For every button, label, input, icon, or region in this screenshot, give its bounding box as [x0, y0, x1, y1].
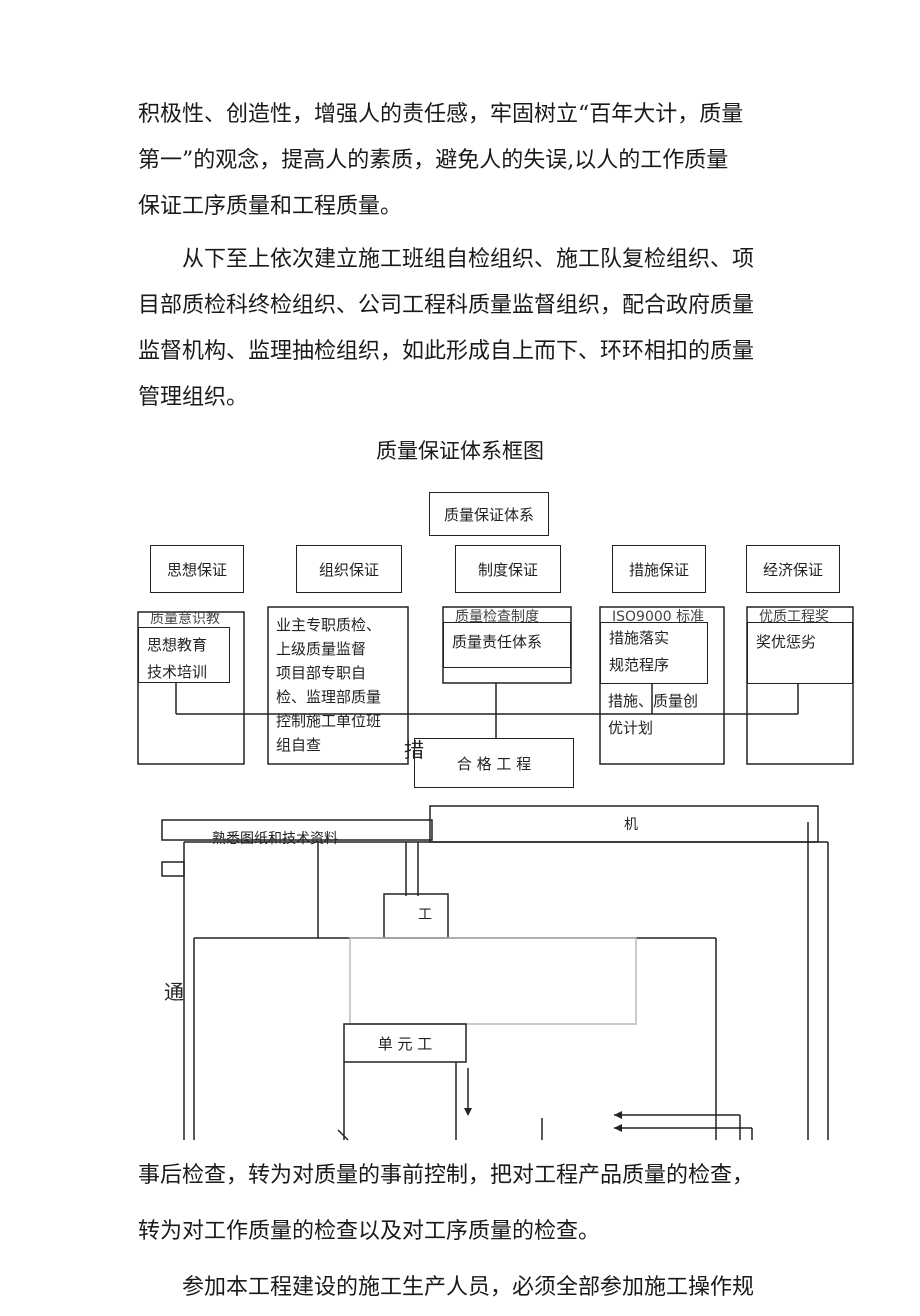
detail-label: 奖优惩劣 [756, 633, 817, 651]
category-label: 组织保证 [318, 560, 379, 579]
detail-measure-box: 措施落实 规范程序 [600, 622, 708, 684]
category-label: 经济保证 [762, 560, 823, 579]
category-label: 制度保证 [477, 560, 538, 579]
category-econ-box: 经济保证 [746, 545, 840, 593]
detail-think-box: 思想教育 技术培训 [138, 627, 230, 683]
fragment-text: ISO9000 标准 [612, 609, 705, 625]
detail-label: 质量责任体系 [452, 633, 543, 651]
text-line: 目部质检科终检组织、公司工程科质量监督组织，配合政府质量 [138, 293, 755, 318]
paragraph-1: 积极性、创造性，增强人的责任感，牢固树立“百年大计，质量 第一”的观念，提高人的… [138, 92, 798, 230]
text-line: 积极性、创造性，增强人的责任感，牢固树立“百年大计，质量 [138, 102, 744, 127]
fragment-text: 质量检查制度 [455, 609, 539, 625]
category-label: 思想保证 [166, 560, 227, 579]
detail-org-box: 业主专职质检、 上级质量监督 项目部专职自 检、监理部质量 控制施工单位班 组自… [268, 607, 408, 764]
text-line: 参加本工程建设的施工生产人员，必须全部参加施工操作规 [182, 1275, 755, 1300]
detail-econ-box: 奖优惩劣 [747, 622, 853, 684]
paragraph-3: 事后检查，转为对质量的事前控制，把对工程产品质量的检查， 转为对工作质量的检查以… [138, 1148, 798, 1316]
detail-label: 措施、质量创 优计划 [608, 692, 699, 737]
category-label: 措施保证 [628, 560, 689, 579]
result-label: 合 格 工 程 [456, 754, 532, 773]
fragment-text: 质量意识教 [150, 611, 220, 627]
category-think-box: 思想保证 [150, 545, 244, 593]
detail-measure2-text: 措施、质量创 优计划 [600, 684, 724, 754]
detail-label: 业主专职质检、 上级质量监督 项目部专职自 检、监理部质量 控制施工单位班 组自… [276, 616, 382, 754]
fragment-text: 工 [418, 907, 432, 923]
fragment-text: 优质工程奖 [759, 609, 829, 625]
fragment-text: 熟悉图纸和技术资料 [212, 831, 338, 847]
text-line: 转为对工作质量的检查以及对工序质量的检查。 [138, 1219, 601, 1244]
fragment-text: 机 [624, 817, 638, 833]
category-system-box: 制度保证 [455, 545, 561, 593]
unit-box: 单 元 工 [344, 1024, 466, 1062]
paragraph-2: 从下至上依次建立施工班组自检组织、施工队复检组织、项 目部质检科终检组织、公司工… [138, 237, 798, 421]
category-measure-box: 措施保证 [612, 545, 706, 593]
detail-label: 思想教育 技术培训 [147, 636, 208, 681]
detail-system-box: 质量责任体系 [443, 622, 571, 668]
unit-label: 单 元 工 [377, 1034, 433, 1053]
root-box: 质量保证体系 [429, 492, 549, 536]
root-label: 质量保证体系 [443, 505, 534, 524]
result-box: 合 格 工 程 [414, 738, 574, 788]
detail-label: 措施落实 规范程序 [609, 629, 670, 674]
fragment-text: 措 [404, 738, 424, 762]
text-line: 监督机构、监理抽检组织，如此形成自上而下、环环相扣的质量 [138, 339, 755, 364]
text-line: 从下至上依次建立施工班组自检组织、施工队复检组织、项 [182, 247, 755, 272]
category-org-box: 组织保证 [296, 545, 402, 593]
text-line: 事后检查，转为对质量的事前控制，把对工程产品质量的检查， [138, 1163, 755, 1188]
text-line: 第一”的观念，提高人的素质，避免人的失误,以人的工作质量 [138, 148, 729, 173]
text-line: 管理组织。 [138, 385, 249, 410]
fragment-text: 通 [164, 980, 184, 1004]
text-line: 保证工序质量和工程质量。 [138, 194, 403, 219]
figure-title: 质量保证体系框图 [376, 439, 544, 463]
